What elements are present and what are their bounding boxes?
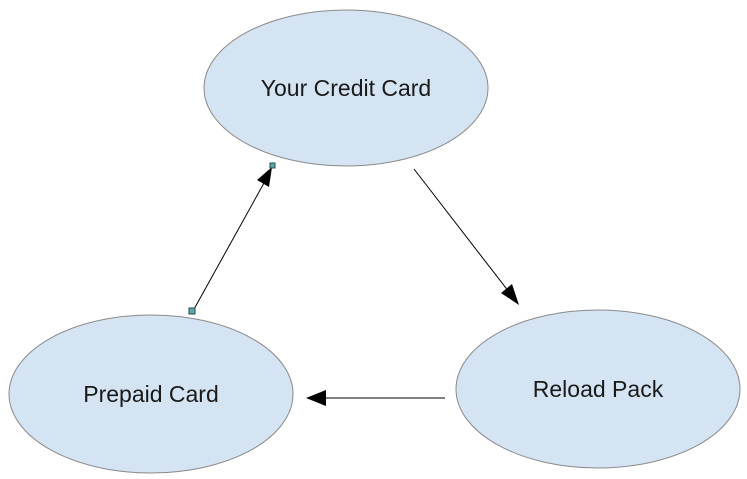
node-reload-pack-shape <box>455 309 741 469</box>
node-your-credit-card-shape <box>203 9 489 167</box>
edge-reload-pack-to-prepaid-card[interactable] <box>306 390 445 406</box>
edge-credit-card-to-reload-pack[interactable] <box>413 168 519 305</box>
node-your-credit-card-label: Your Credit Card <box>261 75 431 101</box>
node-prepaid-card-shape <box>8 314 294 474</box>
node-prepaid-card-label: Prepaid Card <box>83 381 219 407</box>
edge-credit-card-to-reload-pack-line <box>413 168 510 293</box>
arrow-head-icon <box>501 284 519 305</box>
edge-prepaid-card-to-credit-card-line <box>192 182 265 312</box>
node-prepaid-card[interactable]: Prepaid Card <box>8 314 294 474</box>
connector-start-handle[interactable] <box>188 307 196 315</box>
arrow-head-icon <box>306 390 326 406</box>
node-your-credit-card[interactable]: Your Credit Card <box>203 9 489 167</box>
node-reload-pack-label: Reload Pack <box>533 376 664 402</box>
connector-end-handle[interactable] <box>269 162 276 169</box>
edge-prepaid-card-to-credit-card[interactable] <box>188 162 276 315</box>
node-reload-pack[interactable]: Reload Pack <box>455 309 741 469</box>
arrow-head-icon <box>257 167 272 187</box>
